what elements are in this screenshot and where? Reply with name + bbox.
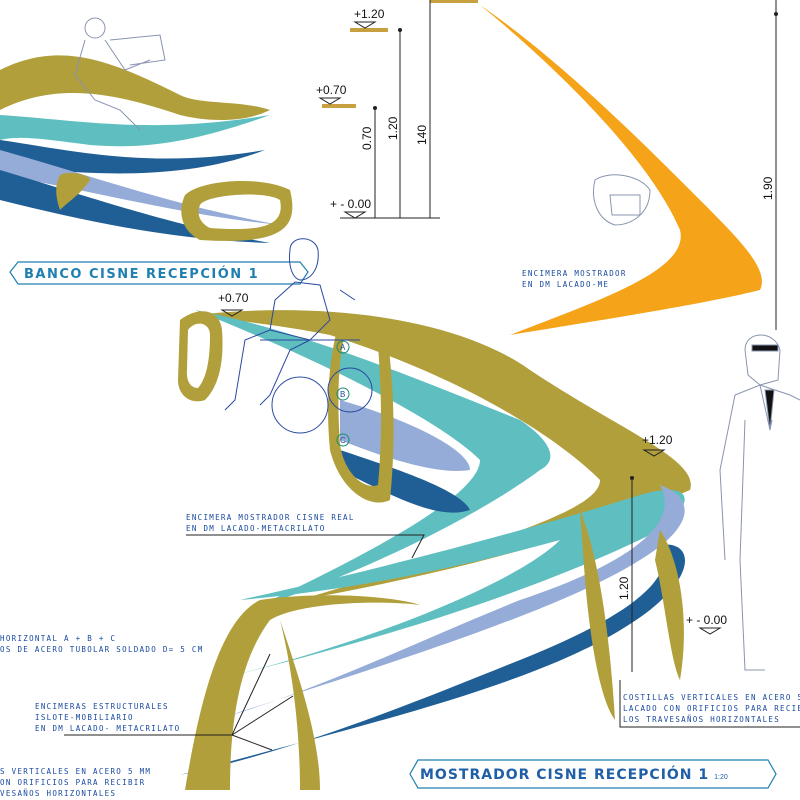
level-marker-icon [220,309,244,317]
bench-top-blue [0,140,265,174]
bench-cisne-drawing [0,17,293,243]
rib-right [580,510,615,720]
level-marker-icon [318,97,342,105]
wheelchair-user-figure [224,238,373,434]
counter-a-teal [195,310,551,610]
level-marker-icon [642,449,666,457]
note-ribs-left-line3: VESAÑOS HORIZONTALES [0,789,116,798]
level-marker-icon [353,21,377,29]
rib-middle [328,316,394,503]
level-label-120: +1.20 [354,7,385,21]
main-scale: 1:20 [714,774,728,781]
note-real-line1: ENCIMERA MOSTRADOR CISNE REAL [186,513,355,522]
bench-title-tag: BANCO CISNE RECEPCIÓN 1 [9,261,309,285]
bench-top-teal [0,115,270,147]
bench-frame-top [0,55,270,120]
rib-right-far [655,530,684,680]
counter-b-lavender [340,400,470,471]
note-horizontal-line1: HORIZONTAL A + B + C [0,634,116,643]
note-ribs-left-line2: ON ORIFICIOS PARA RECIBIR [0,778,145,787]
level-label-070: +0.70 [316,83,347,97]
dim-140: 140 [415,125,429,145]
note-structural-line2: ISLOTE-MOBILIARIO [35,713,134,722]
level-label-000: + - 0.00 [330,197,371,211]
counter-c-blue [340,450,470,513]
dim-190: 1.90 [761,176,775,200]
bench-rib [181,180,293,241]
leader-box [619,680,800,728]
note-ribs-left-line1: S VERTICALES EN ACERO 5 MM [0,767,151,776]
counter-a-teal-lower [215,489,685,680]
dimension-lines [340,0,777,330]
note-structural-line3: EN DM LACADO- METACRILATO [35,724,180,733]
level-bar-070 [322,104,356,108]
marker-b: B [340,390,345,399]
bench-title: BANCO CISNE RECEPCIÓN 1 [24,266,259,282]
mostrador-cisne-drawing: A B C +0.70 +1.20 + - 0.00 1.20 [178,238,727,790]
counter-orange-elevation [480,5,762,335]
main-title: MOSTRADOR CISNE RECEPCIÓN 1 [420,765,709,783]
marker-c: C [340,436,346,445]
dim-120: 1.20 [386,116,400,140]
marker-a: A [340,343,346,352]
main-level-000: + - 0.00 [686,613,727,627]
leader-lines [64,653,294,751]
standing-man-figure [719,334,800,671]
rib-front [185,595,420,790]
leader-line [186,534,425,559]
annotations: ENCIMERA MOSTRADOR CISNE REAL EN DM LACA… [0,513,800,798]
seated-person-figure [74,17,166,131]
note-structural-line1: ENCIMERAS ESTRUCTURALES [35,702,169,711]
level-marker-icon [343,211,367,219]
note-real-line2: EN DM LACADO-METACRILATO [186,524,326,533]
main-title-tag: MOSTRADOR CISNE RECEPCIÓN 1 1:20 [409,759,777,789]
note-ribs-right-line1: COSTILLAS VERTICALES EN ACERO 5 [623,693,800,702]
rib-left [178,311,223,402]
note-ribs-right-line3: LOS TRAVESAÑOS HORIZONTALES [623,715,780,724]
main-level-120: +1.20 [642,433,673,447]
bench-top-blue-lower [0,170,270,243]
counter-elevation-note-line1: ENCIMERA MOSTRADOR [522,269,627,278]
bench-rib-small [56,172,90,210]
level-bar-120 [350,28,388,32]
level-marker-icon [698,627,722,635]
level-bar-top [430,0,478,3]
topview-person-figure [593,174,651,226]
elevation-dimensions: +1.20 +0.70 + - 0.00 0.70 1.20 140 1.90 [316,0,778,330]
main-level-070: +0.70 [218,291,249,305]
dim-070: 0.70 [360,126,374,150]
section-markers: A B C [336,340,350,447]
note-ribs-right-line2: LACADO CON ORIFICIOS PARA RECIBIR [623,704,800,713]
main-dim-120: 1.20 [617,576,631,600]
note-horizontal-line2: OS DE ACERO TUBOLAR SOLDADO D= 5 CM [0,645,204,654]
counter-elevation-note-line2: EN DM LACADO-ME [522,280,609,289]
